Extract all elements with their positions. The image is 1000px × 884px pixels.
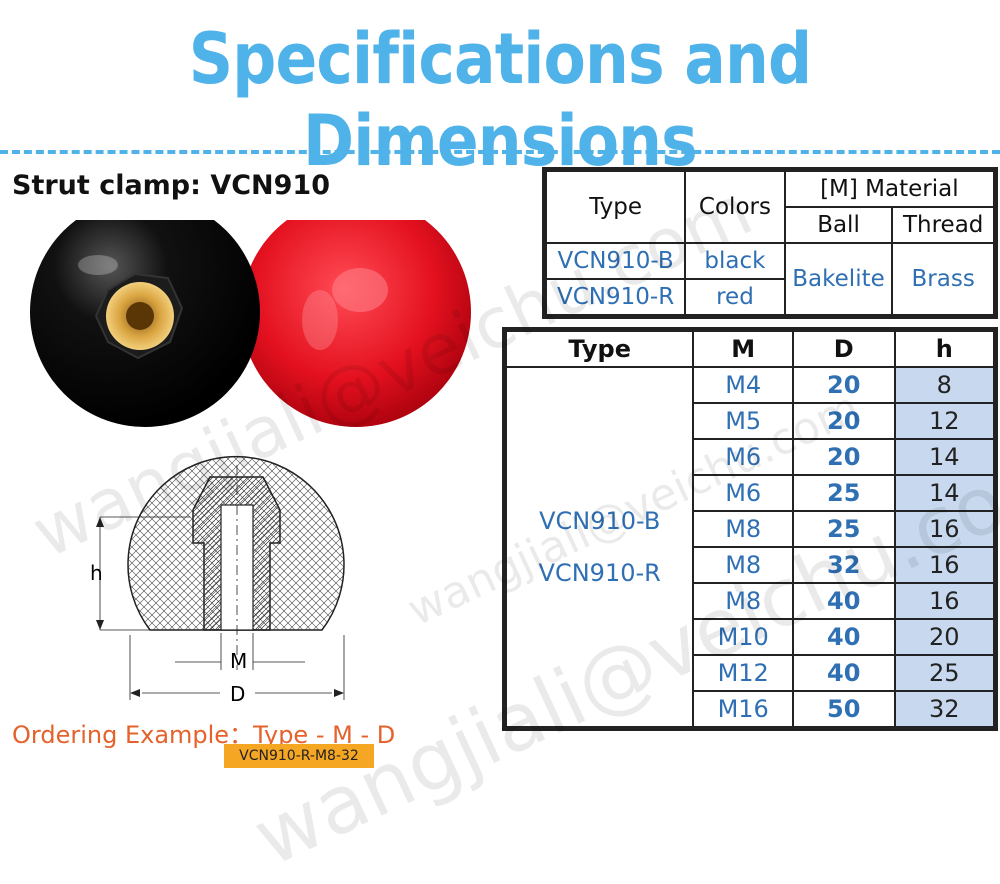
dimensions-table: Type M D h VCN910-B VCN910-R M4 20 8 M5 …	[502, 327, 998, 731]
dashed-divider	[0, 150, 1000, 154]
thread-header: Thread	[891, 206, 995, 244]
page-title: Specifications and Dimensions	[188, 18, 812, 182]
table-row: M8 32 16	[506, 546, 995, 584]
m-dimension-label: M	[230, 649, 247, 673]
h-cell: 12	[893, 402, 995, 440]
m-cell: M6	[692, 474, 795, 512]
ball-material: Bakelite	[783, 242, 894, 316]
table-row: M12 40 25	[506, 654, 995, 692]
m-cell: M16	[692, 690, 795, 728]
table-row: M16 50 32	[506, 690, 995, 728]
type-label: VCN910-B	[539, 507, 661, 535]
d-cell: 20	[792, 402, 896, 440]
dims-m-header: M	[692, 330, 795, 368]
d-cell: 40	[792, 618, 896, 656]
m-cell: M8	[692, 546, 795, 584]
m-cell: M10	[692, 618, 795, 656]
h-cell: 25	[893, 654, 995, 692]
d-cell: 32	[792, 546, 896, 584]
table-row: VCN910-B VCN910-R M4 20 8	[504, 366, 995, 728]
d-cell: 40	[792, 654, 896, 692]
h-cell: 16	[893, 546, 995, 584]
type-label: VCN910-R	[538, 559, 661, 587]
dims-h-header: h	[893, 330, 995, 368]
table-row: M10 40 20	[506, 618, 995, 656]
d-cell: 20	[792, 366, 896, 404]
red-ball-photo	[241, 220, 471, 427]
product-photo	[30, 220, 471, 427]
material-row-type: VCN910-R	[544, 278, 687, 316]
d-cell: 40	[792, 582, 896, 620]
h-cell: 32	[893, 690, 995, 728]
dims-type-header: Type	[504, 330, 695, 368]
d-dimension-label: D	[230, 682, 245, 706]
table-row: M6 20 14	[506, 438, 995, 476]
d-cell: 25	[792, 474, 896, 512]
m-cell: M12	[692, 654, 795, 692]
table-row: M6 25 14	[506, 474, 995, 512]
material-header: [M] Material	[783, 170, 996, 208]
cross-section-drawing: h M D	[90, 455, 345, 706]
dims-type-cell: VCN910-B VCN910-R	[504, 366, 695, 728]
m-cell: M8	[692, 510, 795, 548]
material-row-color: red	[684, 278, 786, 316]
m-cell: M8	[692, 582, 795, 620]
material-table: Type Colors [M] Material Ball Thread VCN…	[542, 167, 998, 319]
h-cell: 16	[893, 510, 995, 548]
h-cell: 16	[893, 582, 995, 620]
m-cell: M5	[692, 402, 795, 440]
h-dimension-label: h	[90, 561, 103, 585]
material-row-type: VCN910-B	[544, 242, 687, 280]
h-cell: 20	[893, 618, 995, 656]
d-cell: 25	[792, 510, 896, 548]
d-cell: 50	[792, 690, 896, 728]
ball-header: Ball	[783, 206, 894, 244]
product-subtitle: Strut clamp: VCN910	[12, 170, 331, 201]
black-ball-photo	[30, 220, 260, 427]
thread-material: Brass	[891, 242, 995, 316]
d-cell: 20	[792, 438, 896, 476]
type-header: Type	[544, 170, 687, 244]
table-row: M8 25 16	[506, 510, 995, 548]
h-cell: 8	[893, 366, 995, 404]
h-cell: 14	[893, 438, 995, 476]
m-cell: M4	[692, 366, 795, 404]
ordering-example-badge: VCN910-R-M8-32	[224, 744, 374, 768]
m-cell: M6	[692, 438, 795, 476]
material-row-color: black	[684, 242, 786, 280]
table-row: M5 20 12	[506, 402, 995, 440]
dims-d-header: D	[792, 330, 896, 368]
table-row: M8 40 16	[506, 582, 995, 620]
colors-header: Colors	[684, 170, 786, 244]
h-cell: 14	[893, 474, 995, 512]
